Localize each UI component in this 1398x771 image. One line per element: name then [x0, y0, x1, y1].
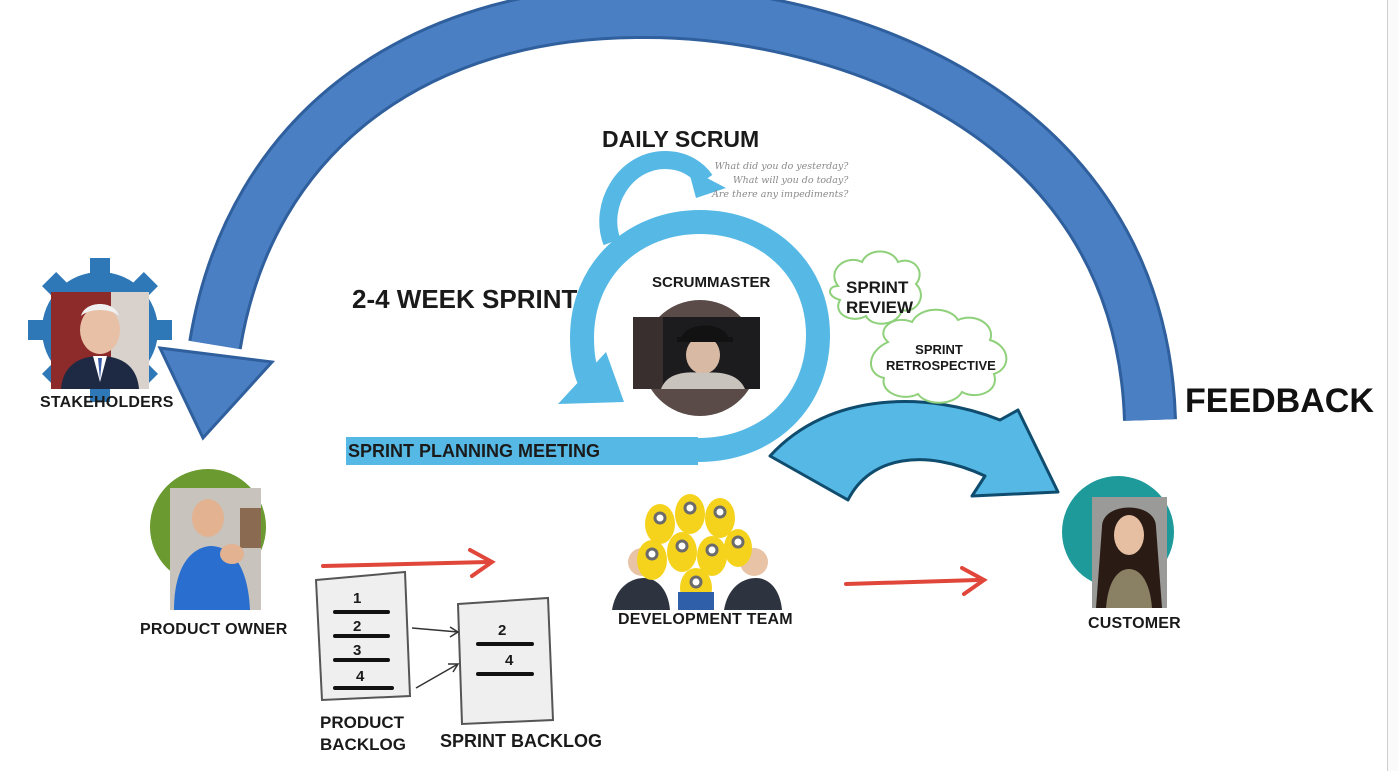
stakeholders-photo [51, 292, 149, 389]
sprint-length-label: 2-4 WEEK SPRINT [352, 284, 578, 314]
sprint-backlog-item: 4 [505, 652, 514, 669]
sprint-review-cloud [829, 250, 922, 325]
backlog-connector-arrows [411, 626, 460, 689]
product-owner-label: PRODUCT OWNER [140, 621, 288, 638]
sprint-review-label: SPRINT REVIEW [846, 278, 913, 318]
product-backlog-paper [314, 570, 412, 702]
stakeholders-label: STAKEHOLDERS [40, 394, 174, 411]
product-owner-photo [170, 488, 261, 610]
product-backlog-label-line: BACKLOG [320, 735, 406, 754]
development-team-label: DEVELOPMENT TEAM [618, 611, 793, 628]
sprint-retrospective-label: SPRINT RETROSPECTIVE [886, 342, 996, 374]
sprint-review-line: REVIEW [846, 298, 914, 317]
sprint-backlog-label: SPRINT BACKLOG [440, 731, 602, 751]
daily-scrum-question: What will you do today? [732, 175, 849, 186]
daily-scrum-question: What did you do yesterday? [714, 161, 849, 172]
customer-photo [1092, 497, 1167, 608]
development-team-photo [612, 488, 782, 610]
product-backlog-item: 1 [353, 590, 362, 607]
sprint-cycle [569, 209, 831, 462]
product-backlog-item: 2 [353, 618, 362, 635]
sprint-planning-bar [346, 437, 698, 465]
product-backlog-label-line: PRODUCT [320, 713, 405, 732]
team-to-customer-arrow [844, 566, 988, 596]
product-backlog-label: PRODUCT BACKLOG [320, 712, 406, 756]
release-arrow [768, 400, 1060, 502]
sprint-retrospective-line: SPRINT [915, 342, 963, 357]
scrum-master-photo [633, 317, 760, 389]
scrum-master-label: SCRUMMASTER [652, 274, 771, 291]
daily-scrum-loop [599, 150, 713, 246]
sprint-retrospective-line: RETROSPECTIVE [886, 358, 996, 373]
feedback-label: FEEDBACK [1185, 382, 1374, 420]
daily-scrum-questions: What did you do yesterday? What will you… [712, 160, 848, 202]
daily-scrum-title: DAILY SCRUM [602, 126, 760, 152]
sprint-review-line: SPRINT [846, 278, 909, 297]
product-backlog-item: 3 [353, 642, 362, 659]
frame-edge [1387, 0, 1398, 771]
daily-scrum-question: Are there any impediments? [712, 189, 849, 200]
sprint-backlog-item: 2 [498, 622, 507, 639]
sprint-backlog-paper [456, 596, 555, 726]
sprint-retrospective-cloud [870, 308, 1008, 404]
customer-label: CUSTOMER [1088, 615, 1181, 632]
feedback-arc-fill [191, 0, 1174, 421]
feedback-arrowhead [157, 346, 276, 441]
backlog-flow-arrow [321, 548, 496, 578]
sprint-cycle-arrowhead [558, 352, 624, 404]
daily-scrum-arrowhead [688, 168, 726, 198]
product-backlog-item: 4 [356, 668, 365, 685]
sprint-planning-label: SPRINT PLANNING MEETING [348, 441, 601, 461]
